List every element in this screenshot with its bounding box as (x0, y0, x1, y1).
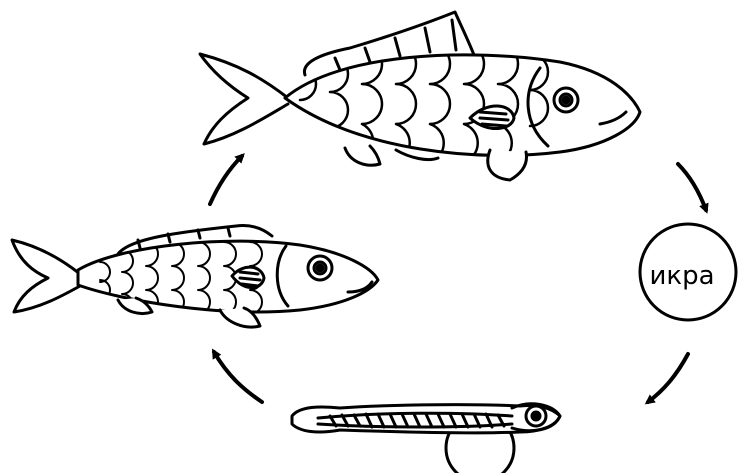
arrow-adult-to-egg (678, 164, 706, 210)
larva-illustration (292, 404, 560, 473)
arrow-juvenile-to-adult (210, 156, 242, 204)
arrow-egg-to-larva (648, 354, 688, 402)
arrow-larva-to-juvenile (214, 352, 262, 402)
egg-label: икра (649, 261, 714, 291)
juvenile-fish-illustration (12, 225, 378, 327)
adult-fish-illustration (200, 12, 640, 180)
egg-stage: икра (640, 224, 736, 320)
